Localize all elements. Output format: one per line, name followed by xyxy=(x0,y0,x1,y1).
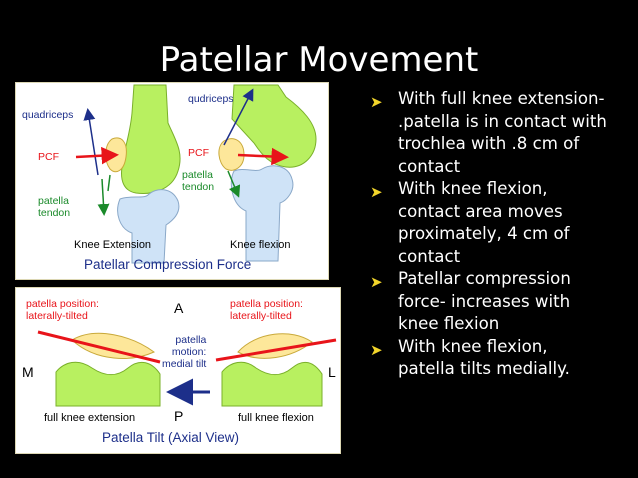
compression-caption: Patellar Compression Force xyxy=(84,257,251,272)
bullet-item: ➤ With knee flexion, patella tilts media… xyxy=(368,336,630,381)
posterior-label: P xyxy=(174,408,183,424)
patella-tendon-label-right: patella tendon xyxy=(182,169,214,193)
patella-axial-extension xyxy=(72,333,154,358)
bullet-item: ➤ With knee flexion, contact area moves … xyxy=(368,178,630,268)
knee-flexion-label: Knee flexion xyxy=(230,239,291,251)
quadriceps-label-right: qudriceps xyxy=(188,93,234,105)
bullet-item: ➤ With full knee extension- .patella is … xyxy=(368,88,630,178)
tibia-extension xyxy=(118,190,179,263)
knee-extension-label: Knee Extension xyxy=(74,239,151,251)
arrowhead-bullet-icon: ➤ xyxy=(370,91,383,114)
quadriceps-label-left: quadriceps xyxy=(22,109,73,121)
bullet-list: ➤ With full knee extension- .patella is … xyxy=(368,88,630,381)
condyles-extension xyxy=(56,362,160,406)
lateral-label: L xyxy=(328,364,336,380)
medial-label: M xyxy=(22,364,34,380)
arrowhead-bullet-icon: ➤ xyxy=(370,271,383,294)
bullet-item: ➤ Patellar compression force- increases … xyxy=(368,268,630,336)
arrowhead-bullet-icon: ➤ xyxy=(370,181,383,204)
anterior-label: A xyxy=(174,300,183,316)
full-flexion-label: full knee flexion xyxy=(238,412,314,424)
position-label-left: patella position: laterally-tilted xyxy=(26,298,99,322)
patella-tilt-figure: patella position: laterally-tilted patel… xyxy=(15,287,341,454)
arrowhead-bullet-icon: ➤ xyxy=(370,339,383,362)
full-extension-label: full knee extension xyxy=(44,412,135,424)
condyles-flexion xyxy=(222,362,322,406)
femur-extension xyxy=(122,85,181,193)
pcf-label-left: PCF xyxy=(38,151,59,163)
pcf-label-right: PCF xyxy=(188,147,209,159)
position-label-right: patella position: laterally-tilted xyxy=(230,298,303,322)
tilt-caption: Patella Tilt (Axial View) xyxy=(102,430,239,445)
slide-title: Patellar Movement xyxy=(0,40,638,80)
patella-tendon-label-left: patella tendon xyxy=(38,195,70,219)
patellar-compression-figure: quadriceps qudriceps PCF PCF patella ten… xyxy=(15,82,329,280)
motion-label: patella motion: medial tilt xyxy=(162,334,206,370)
